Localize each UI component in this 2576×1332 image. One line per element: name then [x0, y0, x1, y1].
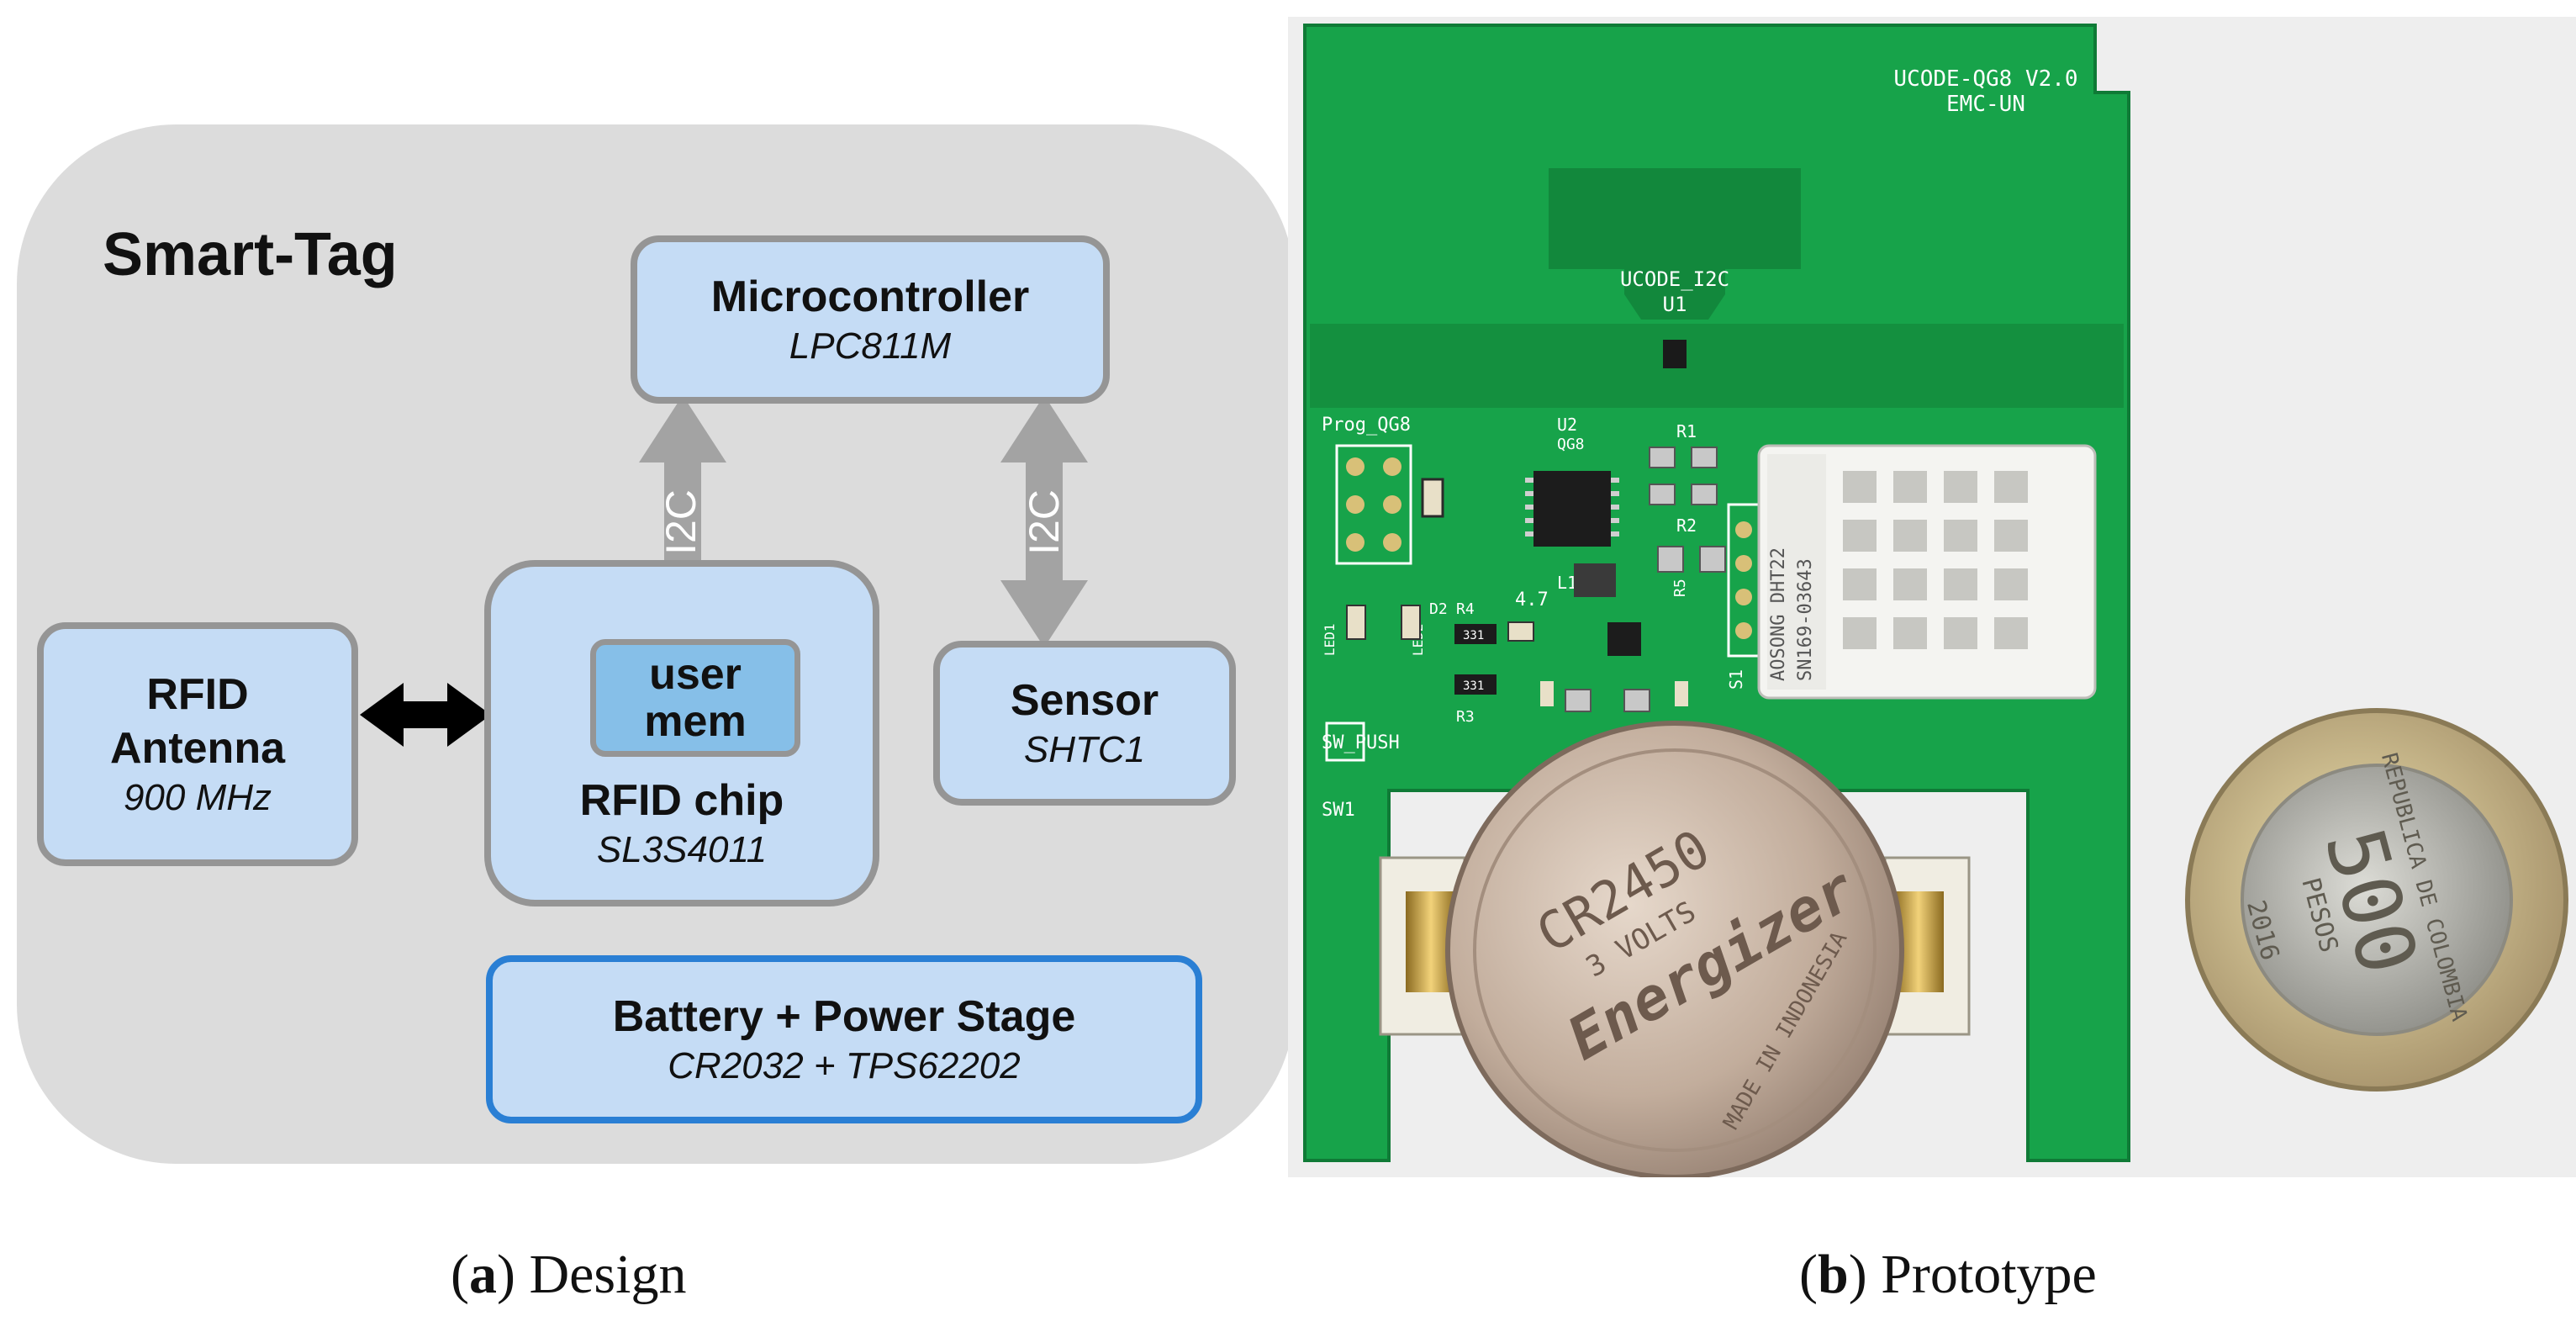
board-title-1: UCODE-QG8 V2.0 [1893, 66, 2077, 92]
res-331-a: 331 [1463, 629, 1484, 642]
u2-sub: QG8 [1557, 436, 1585, 453]
caption-b: (b) Prototype [1799, 1244, 2097, 1305]
res-331-b: 331 [1463, 679, 1484, 693]
d2-label: D2 [1429, 600, 1448, 618]
i2c-arrow-left [639, 395, 726, 673]
antenna-pad [1549, 168, 1801, 320]
smart-tag-title: Smart-Tag [103, 221, 398, 288]
microcontroller-block: Microcontroller LPC811M [631, 235, 1110, 404]
sensor-name: Sensor [1010, 676, 1159, 725]
rfid-antenna-block: RFID Antenna 900 MHz [37, 622, 358, 866]
caption-a-label: a [468, 1244, 497, 1305]
s1-label: S1 [1726, 669, 1746, 690]
u2-chip [1533, 471, 1611, 547]
battery-part: CR2032 + TPS62202 [668, 1045, 1021, 1086]
pcb-ground-band [1310, 324, 2124, 408]
caption-a-text: Design [529, 1244, 687, 1305]
user-memory-block: user mem [590, 639, 800, 757]
antenna-name-line2: Antenna [110, 724, 285, 773]
user-memory-line1: user [649, 650, 742, 699]
i2c-arrow-right [1000, 395, 1088, 648]
u2-label: U2 [1557, 415, 1577, 435]
dht22-sensor: AOSONG DHT22 SN169-03643 [1757, 444, 2097, 700]
antenna-name-line1: RFID [146, 670, 249, 719]
dht22-text-2: SN169-03643 [1795, 558, 1816, 681]
microcontroller-name: Microcontroller [710, 272, 1030, 321]
sensor-part: SHTC1 [1023, 729, 1146, 770]
rfid-chip-name: RFID chip [579, 776, 784, 825]
prog-header [1335, 444, 1412, 565]
i2c-label-right: I2C [1021, 489, 1068, 555]
u1-label: U1 [1663, 293, 1687, 316]
prototype-photo: UCODE-QG8 V2.0 EMC-UN UCODE_I2C U1 Prog_… [1288, 17, 2576, 1177]
antenna-chip-arrow [360, 683, 491, 747]
inductor-l1 [1574, 563, 1616, 597]
user-memory-line2: mem [644, 697, 747, 746]
ucode-label: UCODE_I2C [1620, 267, 1729, 291]
sw-push-label: SW_PUSH [1322, 732, 1400, 753]
rfid-chip-part: SL3S4011 [596, 829, 768, 870]
led1-label: LED1 [1322, 623, 1338, 656]
caption-a: (a) Design [451, 1244, 687, 1305]
caption-b-text: Prototype [1881, 1244, 2097, 1305]
battery-name: Battery + Power Stage [612, 992, 1076, 1041]
val-4-7: 4.7 [1515, 589, 1549, 610]
r2-label: R2 [1676, 515, 1697, 536]
microcontroller-part: LPC811M [789, 325, 952, 367]
battery-power-block: Battery + Power Stage CR2032 + TPS62202 [486, 955, 1202, 1123]
cr2450-battery [1445, 721, 1904, 1177]
connector-arrows [360, 395, 1088, 747]
r1-label: R1 [1676, 421, 1697, 441]
antenna-frequency: 900 MHz [123, 777, 272, 818]
r3-label: R3 [1456, 708, 1475, 726]
u1-chip [1663, 340, 1687, 368]
sw1-label: SW1 [1322, 800, 1355, 821]
prog-label: Prog_QG8 [1322, 415, 1411, 436]
pcb-board [1303, 24, 2130, 1162]
i2c-label-left: I2C [657, 489, 705, 555]
r4-label: R4 [1456, 600, 1475, 618]
board-title-2: EMC-UN [1946, 92, 2025, 117]
dht22-text-1: AOSONG DHT22 [1768, 547, 1789, 681]
caption-b-label: b [1817, 1244, 1849, 1305]
r5-label: R5 [1671, 579, 1689, 597]
sensor-block: Sensor SHTC1 [933, 641, 1236, 806]
